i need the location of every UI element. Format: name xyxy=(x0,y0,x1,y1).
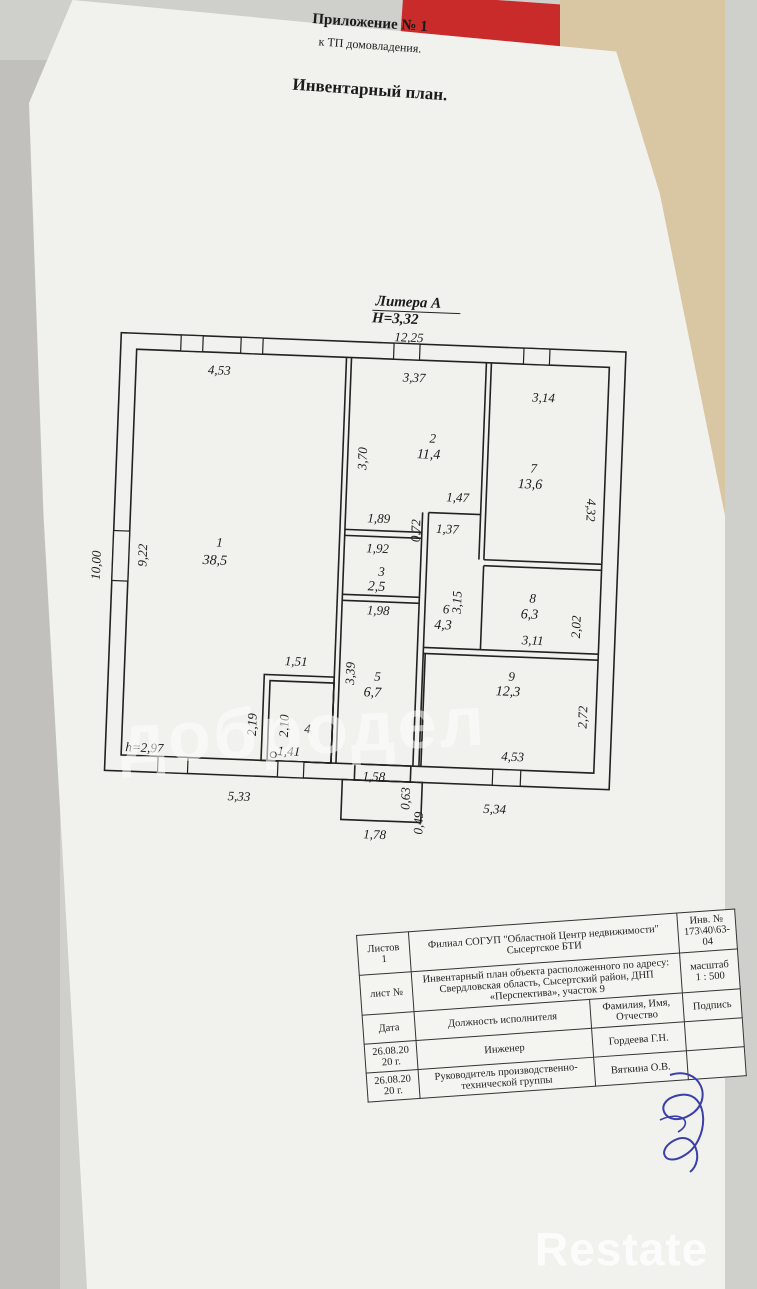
room-8-area: 6,3 xyxy=(520,607,538,623)
dim-w-453b: 4,53 xyxy=(501,749,525,765)
col-date: Дата xyxy=(362,1011,416,1045)
dim-left-total: 10,00 xyxy=(88,550,104,580)
room-5-area: 6,7 xyxy=(363,685,382,701)
dim-w-533: 5,33 xyxy=(227,788,251,804)
room-2-area: 11,4 xyxy=(417,447,441,463)
dim-left-922: 9,22 xyxy=(134,543,150,567)
room-8-number: 8 xyxy=(529,591,537,606)
dim-h-049: 0,49 xyxy=(410,811,426,835)
col-sign: Подпись xyxy=(682,988,743,1022)
room-2-number: 2 xyxy=(429,431,437,446)
room-1-area: 38,5 xyxy=(201,553,227,569)
row2-date: 26.08.20 20 г. xyxy=(366,1069,420,1103)
dim-h-432: 4,32 xyxy=(583,499,599,523)
dim-w-192: 1,92 xyxy=(366,540,390,556)
row1-sign xyxy=(684,1017,745,1051)
dim-top-total: 12,25 xyxy=(394,329,424,345)
room-3-number: 3 xyxy=(377,564,386,579)
dim-w-311: 3,11 xyxy=(521,632,544,648)
dim-h-297: h=2,97 xyxy=(125,739,164,755)
dim-w-198: 1,98 xyxy=(367,602,391,618)
dim-h-210: 2,10 xyxy=(276,714,292,738)
dim-h-219: 2,19 xyxy=(244,712,260,736)
room-7-area: 13,6 xyxy=(517,477,542,493)
dim-w-337: 3,37 xyxy=(402,369,427,385)
dim-w-137: 1,37 xyxy=(436,521,460,537)
room-9-area: 12,3 xyxy=(496,684,521,700)
dim-w-178: 1,78 xyxy=(363,826,387,842)
sheets-cell: Листов 1 xyxy=(356,931,412,976)
dim-h-339: 3,39 xyxy=(342,661,358,686)
dim-w-158: 1,58 xyxy=(362,768,386,784)
watermark-restate: Restate xyxy=(535,1223,709,1275)
dim-w-151: 1,51 xyxy=(285,653,308,669)
dim-w-453: 4,53 xyxy=(208,362,232,378)
sheet-number-label: лист № xyxy=(359,971,414,1016)
dim-h-370: 3,70 xyxy=(354,446,370,471)
dim-h-072: 0,72 xyxy=(408,519,424,543)
room-9-number: 9 xyxy=(508,669,516,684)
room-6-area: 4,3 xyxy=(434,618,452,634)
room-4-number: 4 xyxy=(304,721,312,736)
dim-h-063: 0,63 xyxy=(397,786,413,810)
scale-cell: масштаб 1 : 500 xyxy=(679,948,741,993)
row1-date: 26.08.20 20 г. xyxy=(364,1040,418,1074)
room-1-number: 1 xyxy=(216,534,223,549)
dim-h-315: 3,15 xyxy=(449,590,465,615)
room-5-number: 5 xyxy=(374,669,382,684)
plan-litera: Литера А xyxy=(374,293,441,312)
inv-cell: Инв. № 173\40\63-04 xyxy=(676,909,738,953)
window xyxy=(180,334,204,353)
dim-w-189: 1,89 xyxy=(367,510,391,526)
signature-icon xyxy=(659,1072,705,1173)
plan-height: H=3,32 xyxy=(371,310,420,328)
dim-h-272: 2,72 xyxy=(574,705,590,729)
room-6-number: 6 xyxy=(443,601,451,616)
room-3-area: 2,5 xyxy=(367,579,385,595)
room-7-number: 7 xyxy=(530,460,538,475)
dim-w-534: 5,34 xyxy=(483,801,507,817)
dim-w-141: 1,41 xyxy=(277,743,300,759)
dim-w-147: 1,47 xyxy=(446,489,470,505)
floor-plan: Литера А H=3,32 12,25 4,53 3,37 3,14 3,7… xyxy=(88,293,627,842)
dim-w-314: 3,14 xyxy=(531,389,556,405)
inv-value: 173\40\63-04 xyxy=(683,923,731,948)
dim-h-202: 2,02 xyxy=(568,615,584,639)
